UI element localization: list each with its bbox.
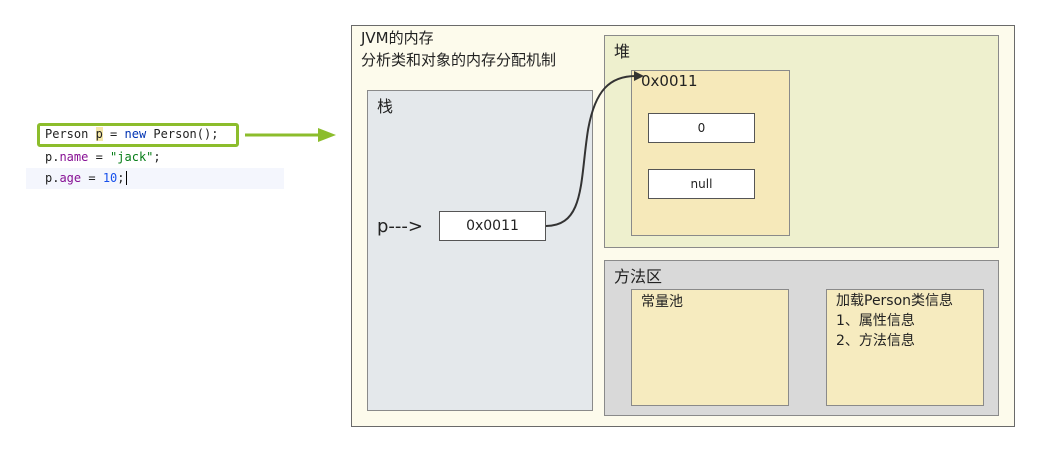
class-info-box — [826, 289, 984, 406]
heap-object — [631, 70, 790, 236]
class-info-line: 加载Person类信息 — [836, 293, 954, 309]
heap-field-name: null — [648, 169, 755, 199]
code-line-1: Person p = new Person(); — [26, 124, 284, 145]
code-obj: p. — [45, 171, 60, 185]
class-info-line: 1、属性信息 — [836, 313, 915, 329]
code-keyword: new — [124, 127, 147, 141]
stack-address-cell: 0x0011 — [439, 211, 546, 241]
code-assign: = — [102, 127, 125, 141]
code-end: ; — [117, 171, 125, 185]
stack-pointer-label: p---> — [377, 216, 423, 237]
heap-label: 堆 — [614, 42, 631, 61]
code-field: age — [59, 171, 82, 185]
green-right-arrow — [245, 128, 336, 142]
class-info-line: 2、方法信息 — [836, 333, 915, 349]
code-assign: = — [88, 150, 111, 164]
constant-pool-label: 常量池 — [641, 294, 683, 310]
code-line-3: p.age = 10; — [26, 168, 284, 189]
code-value: "jack" — [110, 150, 154, 164]
code-line-2: p.name = "jack"; — [26, 147, 284, 168]
heap-field-age: 0 — [648, 113, 755, 143]
code-highlight-box — [37, 123, 239, 147]
method-area-label: 方法区 — [614, 267, 663, 286]
code-call: Person(); — [146, 127, 219, 141]
reference-arrow — [545, 71, 644, 227]
code-end: ; — [153, 150, 161, 164]
stack-label: 栈 — [377, 97, 394, 116]
heap-object-address: 0x0011 — [641, 72, 698, 90]
constant-pool — [631, 289, 789, 406]
class-info-text: 加载Person类信息 1、属性信息 2、方法信息 — [836, 291, 953, 351]
code-value: 10 — [102, 171, 118, 185]
jvm-title: JVM的内存 — [361, 29, 434, 47]
code-var: p — [95, 127, 103, 141]
code-type: Person — [45, 127, 89, 141]
code-obj: p. — [45, 150, 60, 164]
jvm-subtitle: 分析类和对象的内存分配机制 — [361, 51, 557, 69]
code-assign: = — [81, 171, 103, 185]
stack-area — [367, 90, 593, 411]
code-field: name — [59, 150, 89, 164]
